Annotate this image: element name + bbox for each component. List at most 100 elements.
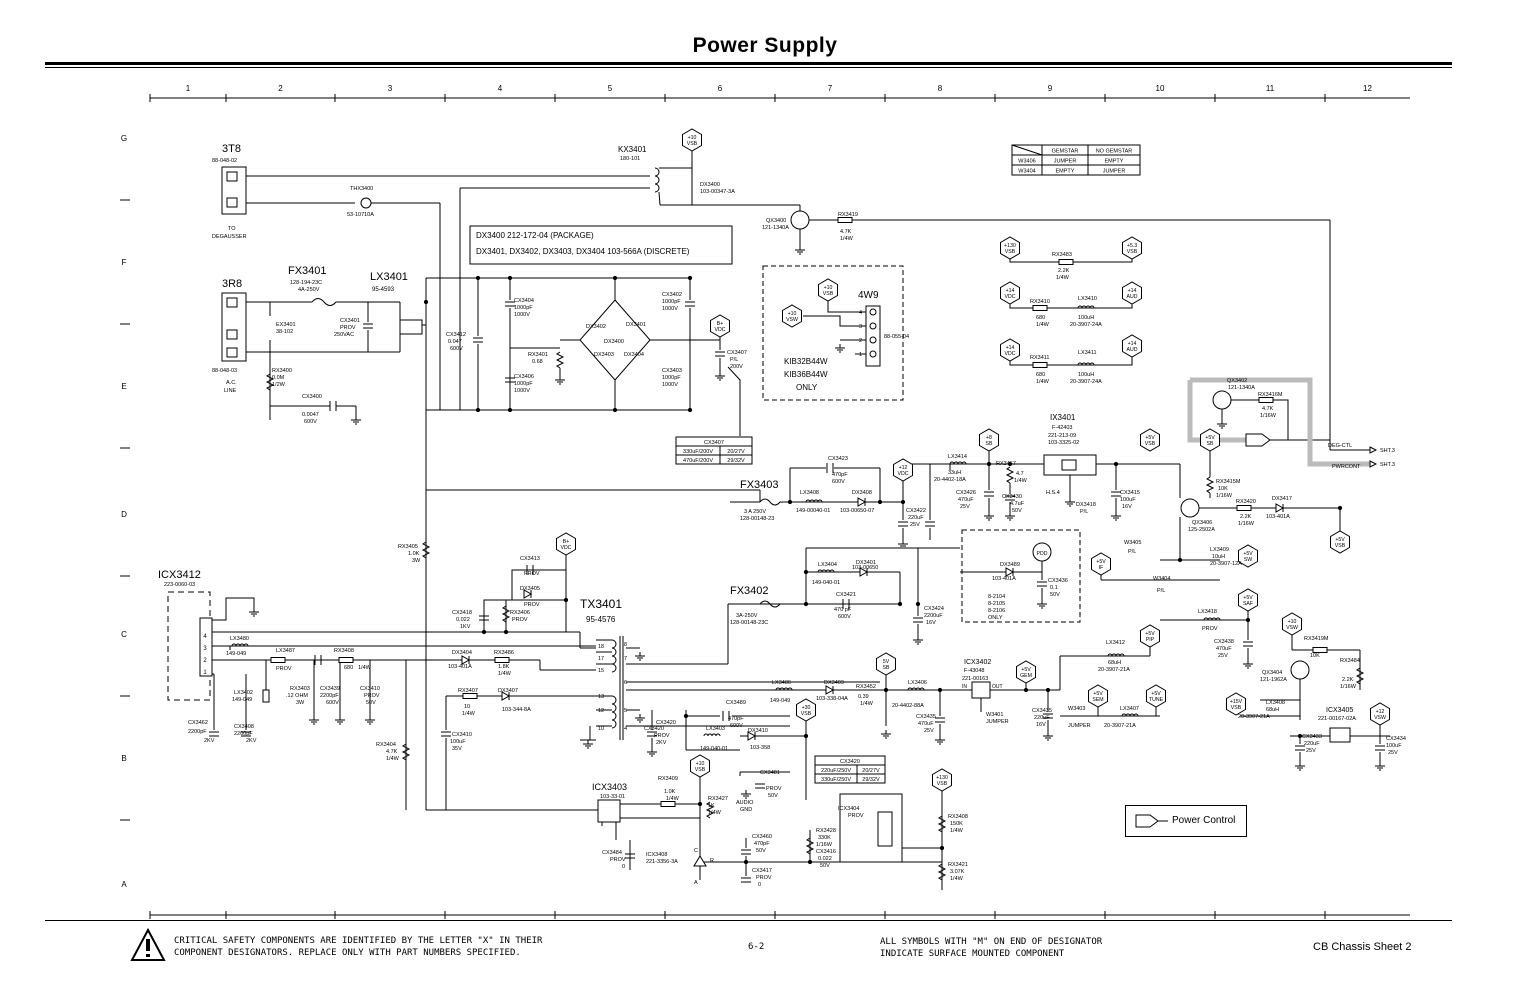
cx3420-table-head: CX3420: [840, 759, 860, 765]
cx3416-ref: CX3416: [816, 849, 836, 855]
note-box: [469, 225, 733, 265]
hex-5sem-line2: SEM: [1092, 697, 1103, 703]
audio-gnd-l1: AUDIO: [736, 800, 754, 806]
rx3420-v2: 1/16W: [1238, 521, 1255, 527]
junction-dot: [612, 275, 618, 281]
hex-vsb-4w9: [818, 278, 838, 302]
shunt-reg-icx3408: [693, 855, 707, 867]
lx3410: [1089, 305, 1095, 309]
junction-dot: [507, 275, 513, 281]
junction-dot: [803, 569, 809, 575]
cx3408-ref: CX3408: [234, 724, 254, 730]
junction-dot: [612, 407, 618, 413]
cx3412-v2: 600V: [450, 346, 463, 352]
junction-dot: [986, 461, 992, 467]
tx3401-part: 95-4576: [586, 615, 616, 624]
rx3484-v1: 2.2K: [1342, 677, 1354, 683]
rx3406: [501, 605, 511, 623]
lx3414-ref: LX3414: [948, 454, 967, 460]
cx3421-v1: 470 pF: [834, 607, 852, 613]
icx3408-pin-a: A: [694, 880, 698, 886]
hex-vdc-14a-line1: +14: [1006, 288, 1015, 294]
rx3483-v1: 2.2K: [1058, 268, 1070, 274]
regulator-icx3402: [971, 681, 991, 699]
hex-5pip: [1140, 624, 1160, 648]
junction-dot: [697, 801, 703, 807]
dx3407: [501, 691, 511, 701]
power-control-label: Power Control: [1172, 815, 1236, 826]
rx3416m: [1258, 397, 1274, 403]
qx3404-ref: QX3404: [1262, 670, 1282, 676]
cx3407-v1: P/L: [730, 357, 738, 363]
rx3410: [1032, 305, 1048, 311]
hex-5gem-line1: +5V: [1021, 667, 1031, 673]
junction-dot: [1337, 505, 1343, 511]
cx3410b-ref: CX3410: [452, 732, 472, 738]
cx3400-v1: 0.0047: [302, 412, 319, 418]
hex-aud-14b-line2: AUD: [1127, 347, 1138, 353]
icx3412-pin: 4: [203, 634, 207, 640]
cx3402-v2: 1000V: [662, 306, 678, 312]
rx3409-v1: 1.0K: [664, 789, 676, 795]
smd-note-line2: INDICATE SURFACE MOUNTED COMPONENT: [880, 949, 1065, 959]
transistor-qx3404: [1290, 660, 1310, 680]
jumper-table-text: W3404: [1018, 169, 1035, 175]
offsheet-arrow: [1369, 460, 1378, 468]
hex-15vsb: [1226, 692, 1246, 716]
hex-10vsw: [1282, 612, 1302, 636]
tx3401-ref: TX3401: [580, 597, 622, 611]
rx3415m-ref: RX3415M: [1216, 479, 1241, 485]
connector-pin: [226, 171, 238, 182]
tx3401-pin: 12: [598, 708, 604, 714]
cx3412-ref: CX3412: [446, 332, 466, 338]
cx3435-v2: 16V: [1036, 722, 1046, 728]
icx3403-ref: ICX3403: [592, 782, 627, 792]
connector-4w9: [865, 305, 881, 367]
cx3460-v1: 470pF: [754, 841, 770, 847]
rx3415m-v1: 10K: [1218, 486, 1228, 492]
hex-vdc-14b-line1: +14: [1006, 345, 1015, 351]
title-rule-thin: [45, 67, 1452, 68]
lx3403-part: 149-040-01: [700, 746, 728, 752]
rx3405: [421, 541, 431, 559]
fx3403-part: 128-00148-23: [740, 516, 774, 522]
hex-vsw-4w9-line1: +10: [788, 311, 797, 317]
cx3436-v2: 50V: [1050, 592, 1060, 598]
cx3401-ref: CX3401: [340, 318, 360, 324]
rx3408b-v2: 1/4W: [950, 828, 964, 834]
thx3400-ref: THX3400: [350, 186, 373, 192]
hex-5tune-line2: TUNE: [1149, 697, 1164, 703]
cx3426-v1: 470uF: [958, 497, 974, 503]
hex-vsb-53-line2: VSB: [1127, 249, 1138, 255]
cx3439-ref: CX3439: [320, 686, 340, 692]
hex-5pip-line1: +5V: [1145, 631, 1155, 637]
highlight-bus: [1187, 380, 1246, 443]
rx3408-v1: 680: [344, 665, 353, 671]
icx3402-part: F-43048: [964, 668, 985, 674]
connector-4w9-pin: [869, 322, 877, 330]
lx3403: [715, 733, 721, 737]
icx3402-in: IN: [962, 684, 967, 690]
hex-vsb-4w9-line1: +10: [824, 285, 833, 291]
rx3452-v2: 1/4W: [860, 701, 874, 707]
junction-dot: [1023, 687, 1029, 693]
zone-column-3: 3: [388, 84, 393, 93]
regulator-ix3401-core: [1061, 459, 1077, 471]
rx3408-ref: RX3408: [334, 648, 354, 654]
cx3403-ref: CX3403: [662, 368, 682, 374]
icx3412-pin: 2: [203, 658, 207, 664]
dx3400-tag-part: 103-00347-3A: [700, 189, 735, 195]
cx3420-table-text: 29/32V: [862, 777, 880, 783]
junction-dot: [1245, 617, 1251, 623]
cx3438-v1: 470uF: [1216, 646, 1232, 652]
pdd-tag: [1032, 542, 1052, 562]
bridge-d3: DX3403: [594, 352, 614, 358]
junction-dot: [423, 299, 429, 305]
jumper-table-text: W3406: [1018, 159, 1035, 165]
fx3401-rating: 4A-250V: [298, 287, 320, 293]
jumper-table-text: NO GEMSTAR: [1096, 149, 1133, 155]
dx3417: [1275, 503, 1285, 513]
ix3401-p3: 103-3325-02: [1048, 440, 1079, 446]
lx3401-part: 95-4593: [372, 287, 395, 293]
rx3416m-ref: RX3416M: [1258, 392, 1283, 398]
